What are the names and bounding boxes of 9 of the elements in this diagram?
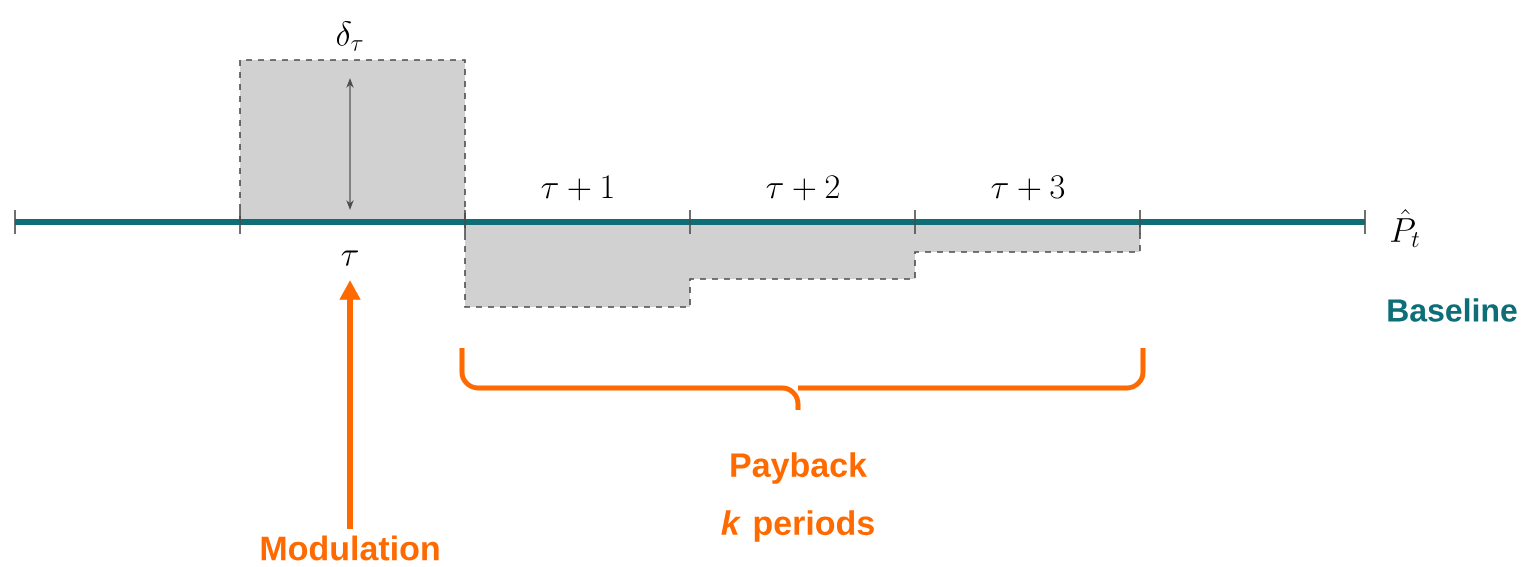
math-label: $\tau + 2$: [766, 175, 839, 201]
baseline-label: Baseline: [1388, 298, 1517, 322]
math-label: $\tau + 1$: [541, 175, 613, 201]
axis-label: $\hat{P}_t$: [1391, 209, 1419, 248]
annotation-text: Modulation: [261, 535, 439, 561]
math-label: $\delta_\tau$: [336, 20, 363, 51]
math-label: $\tau + 3$: [991, 175, 1065, 201]
math-label: $\tau$: [341, 250, 358, 266]
brace-label: Payback k periods: [721, 452, 874, 542]
